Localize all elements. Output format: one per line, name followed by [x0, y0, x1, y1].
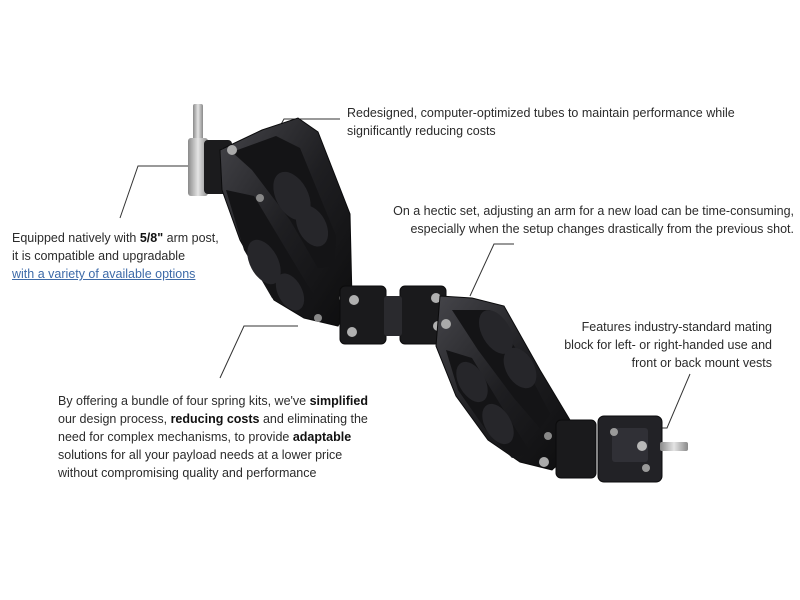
callout-arm-post-line1: Equipped natively with 5/8" arm post,: [12, 229, 219, 247]
spring-kits-line2-pre: our design process,: [58, 412, 171, 426]
callout-spring-kits-line1: By offering a bundle of four spring kits…: [58, 392, 368, 410]
callout-hectic-set-line1: On a hectic set, adjusting an arm for a …: [393, 204, 794, 218]
leader-line-arm-post: [119, 165, 188, 219]
upper-arm-segment: [219, 117, 353, 327]
callout-spring-kits: By offering a bundle of four spring kits…: [58, 392, 368, 482]
lower-arm-segment: [435, 295, 575, 471]
callout-mating-block-line3: front or back mount vests: [631, 356, 772, 370]
leader-line-hectic-set: [469, 243, 514, 297]
callout-mating-block: Features industry-standard mating block …: [530, 318, 772, 372]
middle-hinge: [339, 285, 447, 345]
callout-spring-kits-line2: our design process, reducing costs and e…: [58, 410, 368, 428]
callout-spring-kits-line5: without compromising quality and perform…: [58, 466, 317, 480]
spring-kits-simplified: simplified: [309, 394, 368, 408]
leader-line-spring-kits: [219, 325, 298, 379]
callout-arm-post: Equipped natively with 5/8" arm post, it…: [12, 229, 219, 283]
arm-post-text-pre: Equipped natively with: [12, 231, 140, 245]
spring-kits-adaptable: adaptable: [292, 430, 352, 444]
arm-post-size: 5/8": [139, 231, 164, 245]
spring-kits-reducing-costs: reducing costs: [170, 412, 260, 426]
spring-kits-line2-post: and eliminating the: [259, 412, 368, 426]
callout-arm-post-line2: it is compatible and upgradable: [12, 249, 186, 263]
callout-spring-kits-line3: need for complex mechanisms, to provide …: [58, 428, 368, 446]
callout-tubes-line1: Redesigned, computer-optimized tubes to …: [347, 106, 735, 120]
callout-tubes-line2: significantly reducing costs: [347, 124, 496, 138]
available-options-link[interactable]: with a variety of available options: [12, 267, 196, 281]
mating-block: [555, 415, 688, 483]
spring-kits-line3-pre: need for complex mechanisms, to provide: [58, 430, 293, 444]
callout-mating-block-line2: block for left- or right-handed use and: [564, 338, 772, 352]
callout-hectic-set: On a hectic set, adjusting an arm for a …: [364, 202, 794, 238]
arm-post-text-post: arm post,: [163, 231, 219, 245]
callout-mating-block-line1: Features industry-standard mating: [581, 320, 772, 334]
spring-kits-line1-pre: By offering a bundle of four spring kits…: [58, 394, 310, 408]
callout-spring-kits-line4: solutions for all your payload needs at …: [58, 448, 343, 462]
callout-tubes: Redesigned, computer-optimized tubes to …: [347, 104, 735, 140]
callout-hectic-set-line2: especially when the setup changes drasti…: [410, 222, 794, 236]
